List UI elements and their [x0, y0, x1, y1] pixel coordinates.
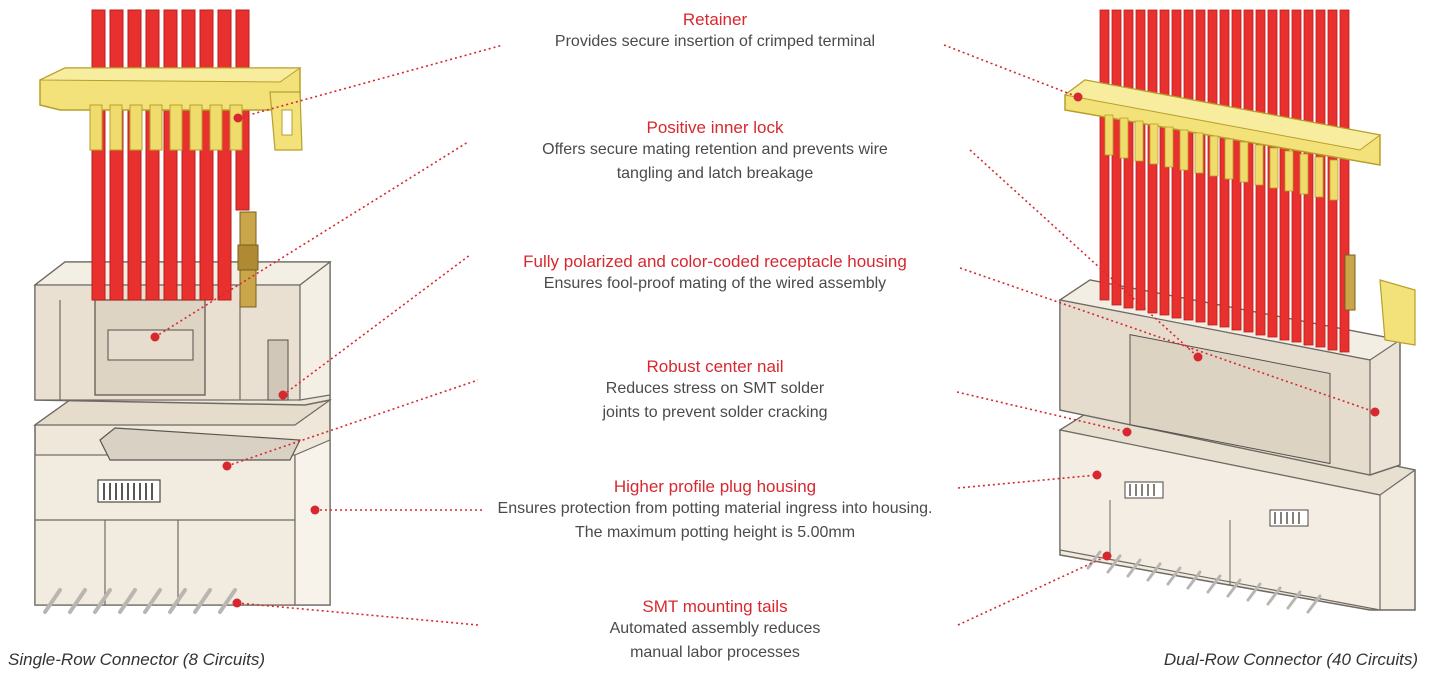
feature-title: Fully polarized and color-coded receptac…	[523, 252, 907, 271]
feature-retainer: Retainer Provides secure insertion of cr…	[480, 10, 950, 54]
feature-smt-mounting-tails: SMT mounting tails Automated assembly re…	[480, 597, 950, 665]
callout-lines	[154, 44, 1376, 626]
feature-robust-center-nail: Robust center nail Reduces stress on SMT…	[480, 357, 950, 425]
feature-description: Provides secure insertion of crimped ter…	[554, 33, 876, 50]
right-caption: Dual-Row Connector (40 Circuits)	[1163, 650, 1418, 669]
right-smt-tails	[1086, 550, 1322, 614]
feature-title: Higher profile plug housing	[613, 477, 817, 496]
left-wires	[91, 9, 250, 301]
feature-positive-inner-lock: Positive inner lock Offers secure mating…	[480, 118, 950, 186]
feature-description: Ensures fool-proof mating of the wired a…	[543, 275, 887, 292]
right-retainer	[1063, 79, 1416, 346]
feature-description: Reduces stress on SMT solder joints to p…	[602, 380, 828, 421]
feature-title: SMT mounting tails	[642, 597, 788, 616]
feature-title: Retainer	[682, 10, 748, 29]
right-receptacle-housing	[1058, 279, 1402, 476]
left-crimp-terminal	[237, 211, 259, 308]
right-wires	[1099, 9, 1350, 353]
left-retainer	[39, 67, 303, 151]
left-caption: Single-Row Connector (8 Circuits)	[8, 650, 265, 669]
single-row-connector-drawing	[33, 9, 332, 614]
feature-description: Ensures protection from potting material…	[497, 500, 933, 541]
right-crimp-terminal	[1344, 254, 1356, 311]
feature-title: Positive inner lock	[646, 118, 784, 137]
feature-description: Offers secure mating retention and preve…	[542, 141, 888, 182]
feature-plug-housing: Higher profile plug housing Ensures prot…	[480, 477, 950, 545]
feature-polarized-housing: Fully polarized and color-coded receptac…	[460, 252, 970, 296]
feature-title: Robust center nail	[646, 357, 784, 376]
callout-dots	[150, 92, 1380, 608]
left-smt-tails	[43, 588, 237, 614]
dual-row-connector-drawing	[1058, 9, 1417, 614]
feature-description: Automated assembly reduces manual labor …	[609, 620, 821, 661]
left-plug-housing	[33, 399, 332, 606]
